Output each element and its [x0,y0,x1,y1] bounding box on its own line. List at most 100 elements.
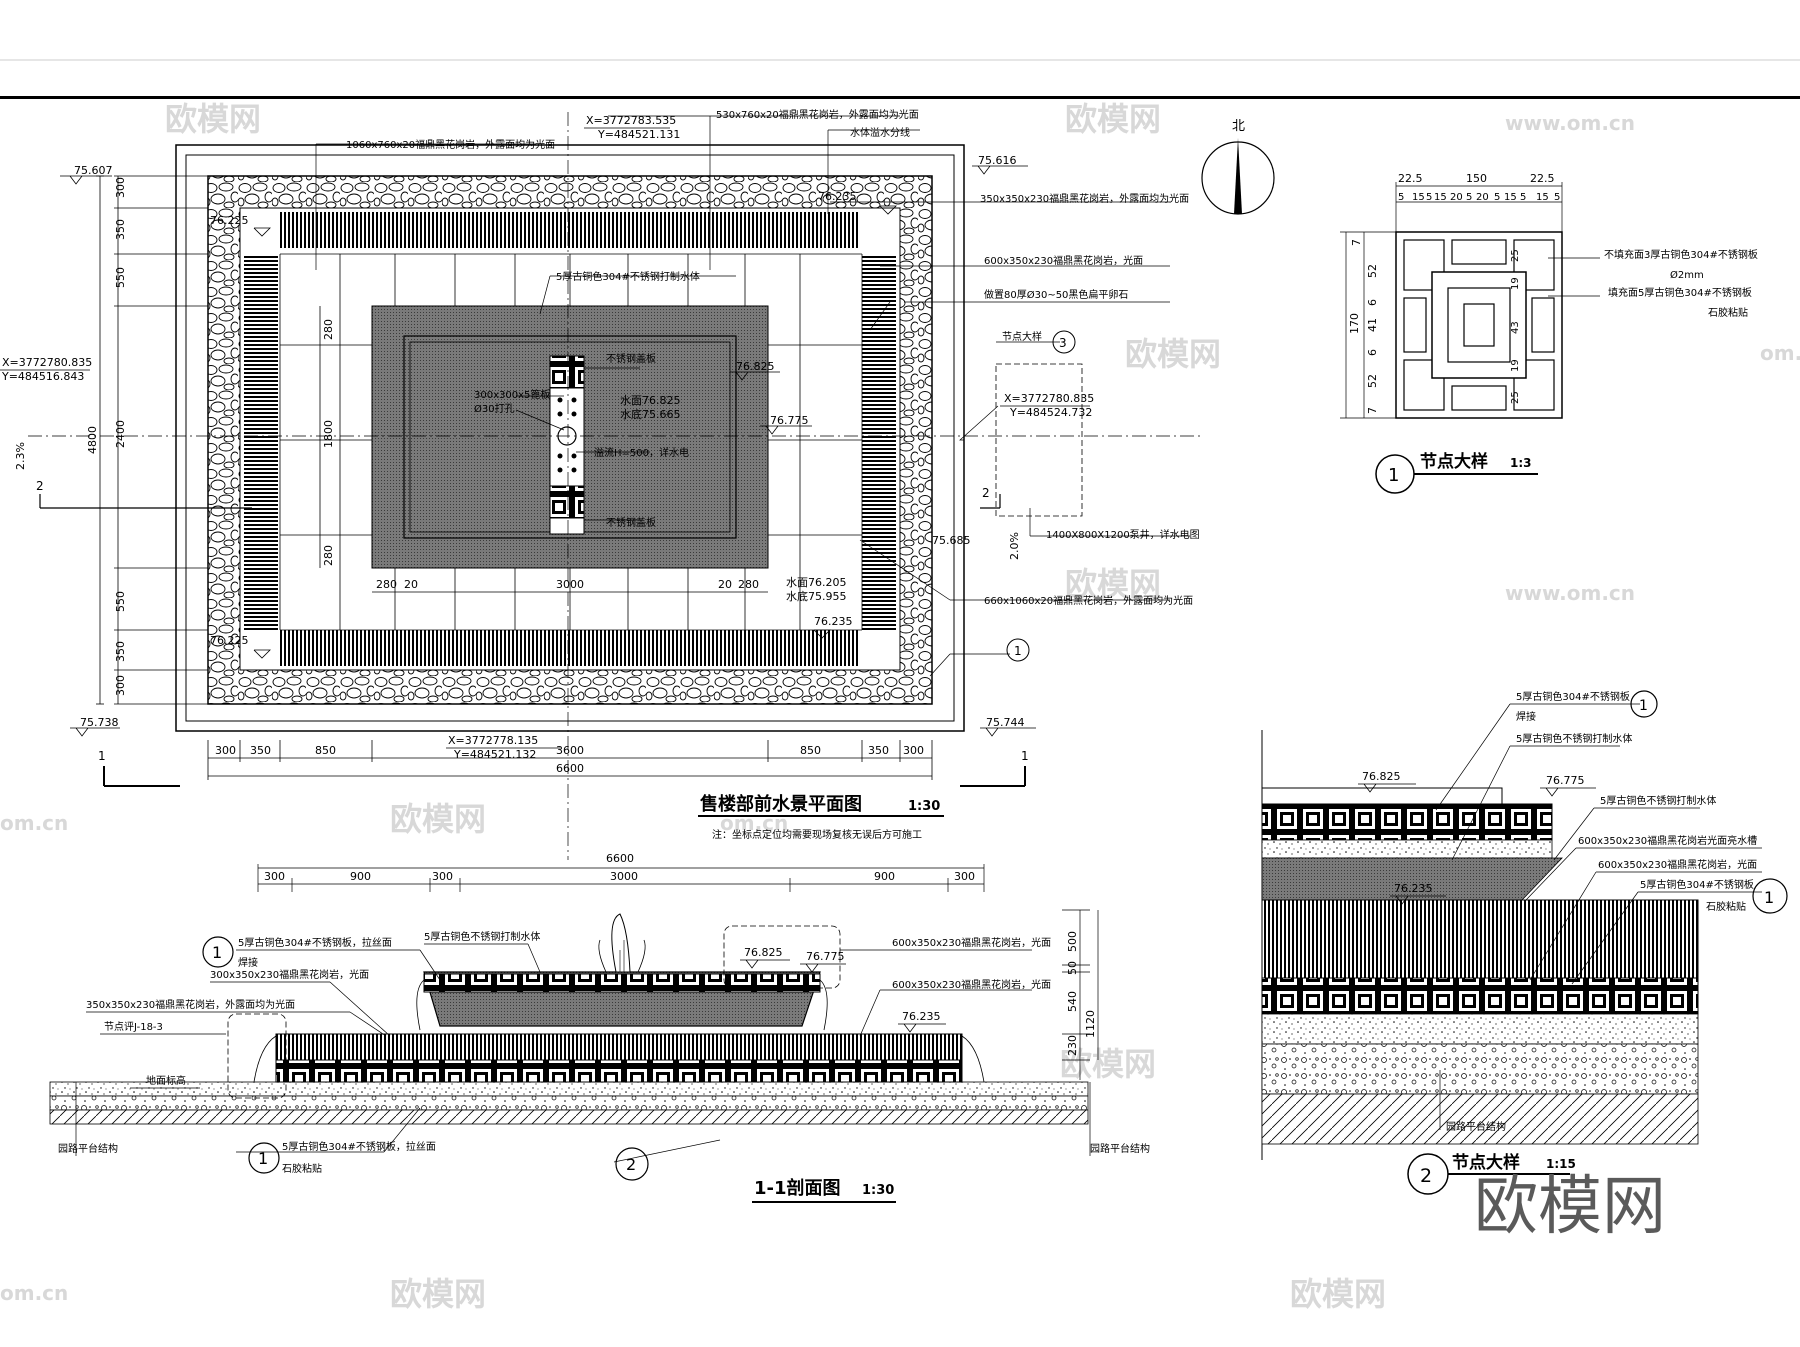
detail2-fret-bottom [1261,977,1699,1015]
coord-text: X=3772780.835 [1004,392,1094,405]
detail2-elevations: 76.825 76.775 76.235 [1362,770,1585,895]
dim-inner: 20 [404,578,418,591]
sheet-header [0,59,1800,99]
dim-text: 5 [1520,192,1526,203]
watermark-site: om.cn [1760,341,1800,365]
dim-text: 5 [1426,192,1432,203]
elev-label: 76.825 [1362,770,1401,783]
detail1-annotation: 不填充面3厚古铜色304#不锈钢板 [1604,248,1758,261]
dim-text: 5 [1554,192,1560,203]
watermark-site: om.cn [0,1281,68,1305]
coord-text: X=3772783.535 [586,114,676,127]
pool-inner-edge [403,335,737,539]
detail2-annotation: 5厚古铜色304#不锈钢板 [1516,690,1630,703]
detail1-number: 1 [1388,465,1399,486]
dim-text: 300 [432,870,453,883]
section-annotation: 5厚古铜色不锈钢打制水体 [424,930,540,943]
grate-bottom [549,485,585,519]
dim-text-v: 2400 [114,420,127,448]
detail2-concrete [1261,1043,1699,1095]
section-annotation: 5厚古铜色304#不锈钢板，拉丝面 [282,1140,436,1153]
section-title-block: 1-1剖面图 1:30 [752,1177,896,1203]
dim-text-v: 52 [1366,264,1379,278]
detail-2: 76.825 76.775 76.235 5厚古铜色304#不锈钢板 焊接 5厚… [1261,690,1788,1195]
section-annotation: 600x350x230福鼎黑花岗岩，光面 [892,936,1051,949]
dim-text-v: 500 [1066,931,1079,952]
dim-text-v: 300 [114,177,127,198]
dim-text: 15 [1504,192,1517,203]
section-1-1: 300 900 300 3000 900 300 6600 500 50 540… [49,852,1150,1203]
plan-annotation: 350x350x230福鼎黑花岗岩，外露面均为光面 [980,192,1189,205]
dim-inner-v: 19 [1510,359,1521,372]
detail2-annotation: 5厚古铜色不锈钢打制水体 [1516,732,1632,745]
section-annotation: 园路平台结构 [58,1142,118,1155]
dim-text: 3600 [556,744,584,757]
elev-label: 76.775 [1546,774,1585,787]
detail-1: 22.5 150 22.5 5 15 5 15 20 5 20 5 15 5 1… [1340,172,1758,494]
dim-text: 5 [1494,192,1500,203]
elevation-markers [60,165,1036,737]
dim-inner-v: 1800 [322,420,335,448]
plan-title: 售楼部前水景平面图 [700,793,862,815]
detail2-scale: 1:15 [1546,1157,1576,1171]
dim-text: 5 [1398,192,1404,203]
slope-right: 2.0% [1008,532,1021,560]
dim-text: 900 [874,870,895,883]
coord-text: Y=484521.132 [453,748,536,761]
detail1-annotations: 不填充面3厚古铜色304#不锈钢板 Ø2mm 填充面5厚古铜色304#不锈钢板 … [1604,248,1758,319]
detail1-title-block: 1 节点大样 1:3 [1375,451,1538,494]
dim-inner: 280 [376,578,397,591]
corner-watermark: 欧模网 [1474,1170,1666,1244]
watermark-text: 欧模网 [390,800,486,838]
detail2-cap [1261,787,1503,805]
detail1-title: 节点大样 [1420,451,1488,472]
fountain-spray [598,913,646,973]
dim-text-v: 300 [114,675,127,696]
plan-view: 2 2 1 1 [0,108,1275,860]
detail2-fret-top [1261,803,1553,841]
section-line-1 [103,766,1026,787]
elev-label: 水底75.665 [620,407,681,421]
detail-callout-boxes [227,925,841,1099]
section-marker-2: 2 [982,486,990,500]
plan-annotation: 不锈钢盖板 [606,516,656,529]
dim-total: 6600 [556,762,584,775]
watermark-text: 欧模网 [1125,335,1221,373]
section-scale: 1:30 [862,1183,894,1198]
dim-inner: 20 [718,578,732,591]
section-annotation: 焊接 [238,956,258,969]
dim-total: 6600 [606,852,634,865]
elev-label: 76.825 [736,360,775,373]
section-fret-band [275,1059,963,1083]
detail2-annotations: 5厚古铜色304#不锈钢板 焊接 5厚古铜色不锈钢打制水体 5厚古铜色不锈钢打制… [1446,690,1757,1133]
elev-label: 76.235 [814,615,853,628]
section-earth-layer [49,1109,1089,1125]
plan-elevations: 75.607 75.616 75.738 75.744 76.225 76.23… [74,154,1025,729]
section-basin-rim [423,973,821,993]
dim-text: 15 [1434,192,1447,203]
plan-annotation: 节点大样 [1002,330,1042,343]
section-marker-2: 2 [36,479,44,493]
callout-number: 1 [1639,698,1648,714]
dim-text: 20 [1450,192,1463,203]
elev-label: 76.235 [902,1010,941,1023]
plan-outer-frame [175,144,965,732]
detail2-annotation: 焊接 [1516,710,1536,723]
watermark-text: 欧模网 [165,100,261,138]
dim-text: 850 [315,744,336,757]
elev-label: 76.225 [210,634,249,647]
elev-label: 75.738 [80,716,119,729]
plan-annotation: 溢流H=500，详水电 [594,446,689,459]
dim-inner-v: 280 [322,545,335,566]
dim-text: 350 [250,744,271,757]
detail2-annotation: 石胶粘贴 [1706,900,1746,913]
callout-number: 1 [1764,888,1774,907]
detail2-annotation: 园路平台结构 [1446,1120,1506,1133]
detail2-annotation: 600x350x230福鼎黑花岗岩光面亮水槽 [1578,834,1757,847]
plan-note: 注：坐标点定位均需要现场复核无误后方可施工 [712,828,922,841]
dim-text: 850 [800,744,821,757]
plan-annotation: 1400X800X1200泵井，详水电图 [1046,528,1200,541]
coord-text: X=3772778.135 [448,734,538,747]
detail2-base [1261,1013,1699,1045]
detail1-dimension-texts: 22.5 150 22.5 5 15 5 15 20 5 20 5 15 5 1… [1348,172,1560,414]
